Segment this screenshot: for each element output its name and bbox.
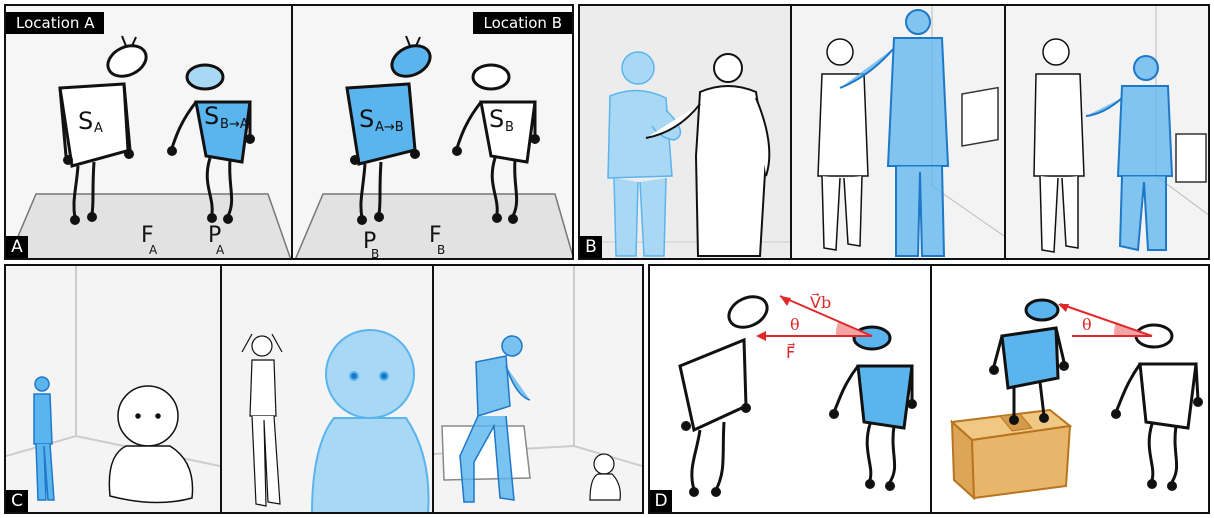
panel-c-scene-2: [220, 266, 432, 512]
label-sb-sub: B: [505, 120, 514, 135]
head-sab: [387, 40, 435, 82]
torso-d2-blue: [1002, 328, 1058, 388]
panel-letter-c: C: [6, 490, 28, 512]
label-f: F⃗: [786, 342, 795, 362]
torso-d1-blue: [858, 366, 912, 428]
label-sa-sub: A: [94, 121, 103, 136]
scene-d2: θ: [932, 266, 1208, 514]
panel-letter-d: D: [650, 490, 672, 512]
label-theta-left: θ: [790, 315, 800, 334]
panel-d: V⃗b θ F⃗: [648, 264, 1210, 514]
label-sba-sub: B→A: [220, 117, 249, 132]
panel-b-scene-2: [790, 6, 1004, 258]
head-sa: [103, 40, 151, 82]
scene-c2: [222, 266, 432, 514]
label-fb-sub: B: [437, 243, 445, 257]
location-a-scene: S A S B→A F A P A: [6, 6, 291, 260]
label-pa-sub: A: [216, 243, 225, 257]
label-pb-sub: B: [371, 247, 379, 260]
label-theta-right: θ: [1082, 315, 1092, 334]
label-fa-sub: A: [149, 243, 158, 257]
scene-b2: [792, 6, 1004, 260]
head-sb: [473, 65, 509, 89]
scene-d1: V⃗b θ F⃗: [650, 266, 930, 514]
panel-b-scene-3: [1004, 6, 1208, 258]
panel-c-scene-3: [432, 266, 642, 512]
panel-c: C: [4, 264, 644, 514]
location-b-tag: Location B: [473, 12, 572, 34]
scene-b1: [580, 6, 790, 260]
head-sba: [187, 65, 223, 89]
panel-c-scene-1: [6, 266, 220, 512]
panel-a-location-a: S A S B→A F A P A Location A: [6, 6, 291, 258]
panel-b: B: [578, 4, 1210, 260]
scene-b3: [1006, 6, 1210, 260]
panel-a: S A S B→A F A P A Location A: [4, 4, 574, 260]
panel-a-location-b: S A→B S B P B F B Location B: [291, 6, 572, 258]
panel-b-scene-1: [580, 6, 790, 258]
panel-letter-b: B: [580, 236, 602, 258]
location-a-tag: Location A: [6, 12, 104, 34]
label-sb-main: S: [489, 105, 504, 133]
head-d2-blue: [1026, 300, 1058, 320]
label-sba-main: S: [204, 102, 219, 130]
label-vb: V⃗b: [810, 292, 831, 312]
label-sa-main: S: [78, 107, 93, 135]
label-sab-main: S: [359, 105, 374, 133]
location-b-scene: S A→B S B P B F B: [293, 6, 574, 260]
torso-d2-white: [1140, 364, 1196, 428]
panel-letter-a: A: [6, 236, 28, 258]
scene-c3: [434, 266, 642, 514]
label-sab-sub: A→B: [375, 120, 404, 135]
panel-d-scene-1: V⃗b θ F⃗: [650, 266, 930, 512]
panel-d-scene-2: θ: [930, 266, 1208, 512]
scene-c1: [6, 266, 220, 514]
